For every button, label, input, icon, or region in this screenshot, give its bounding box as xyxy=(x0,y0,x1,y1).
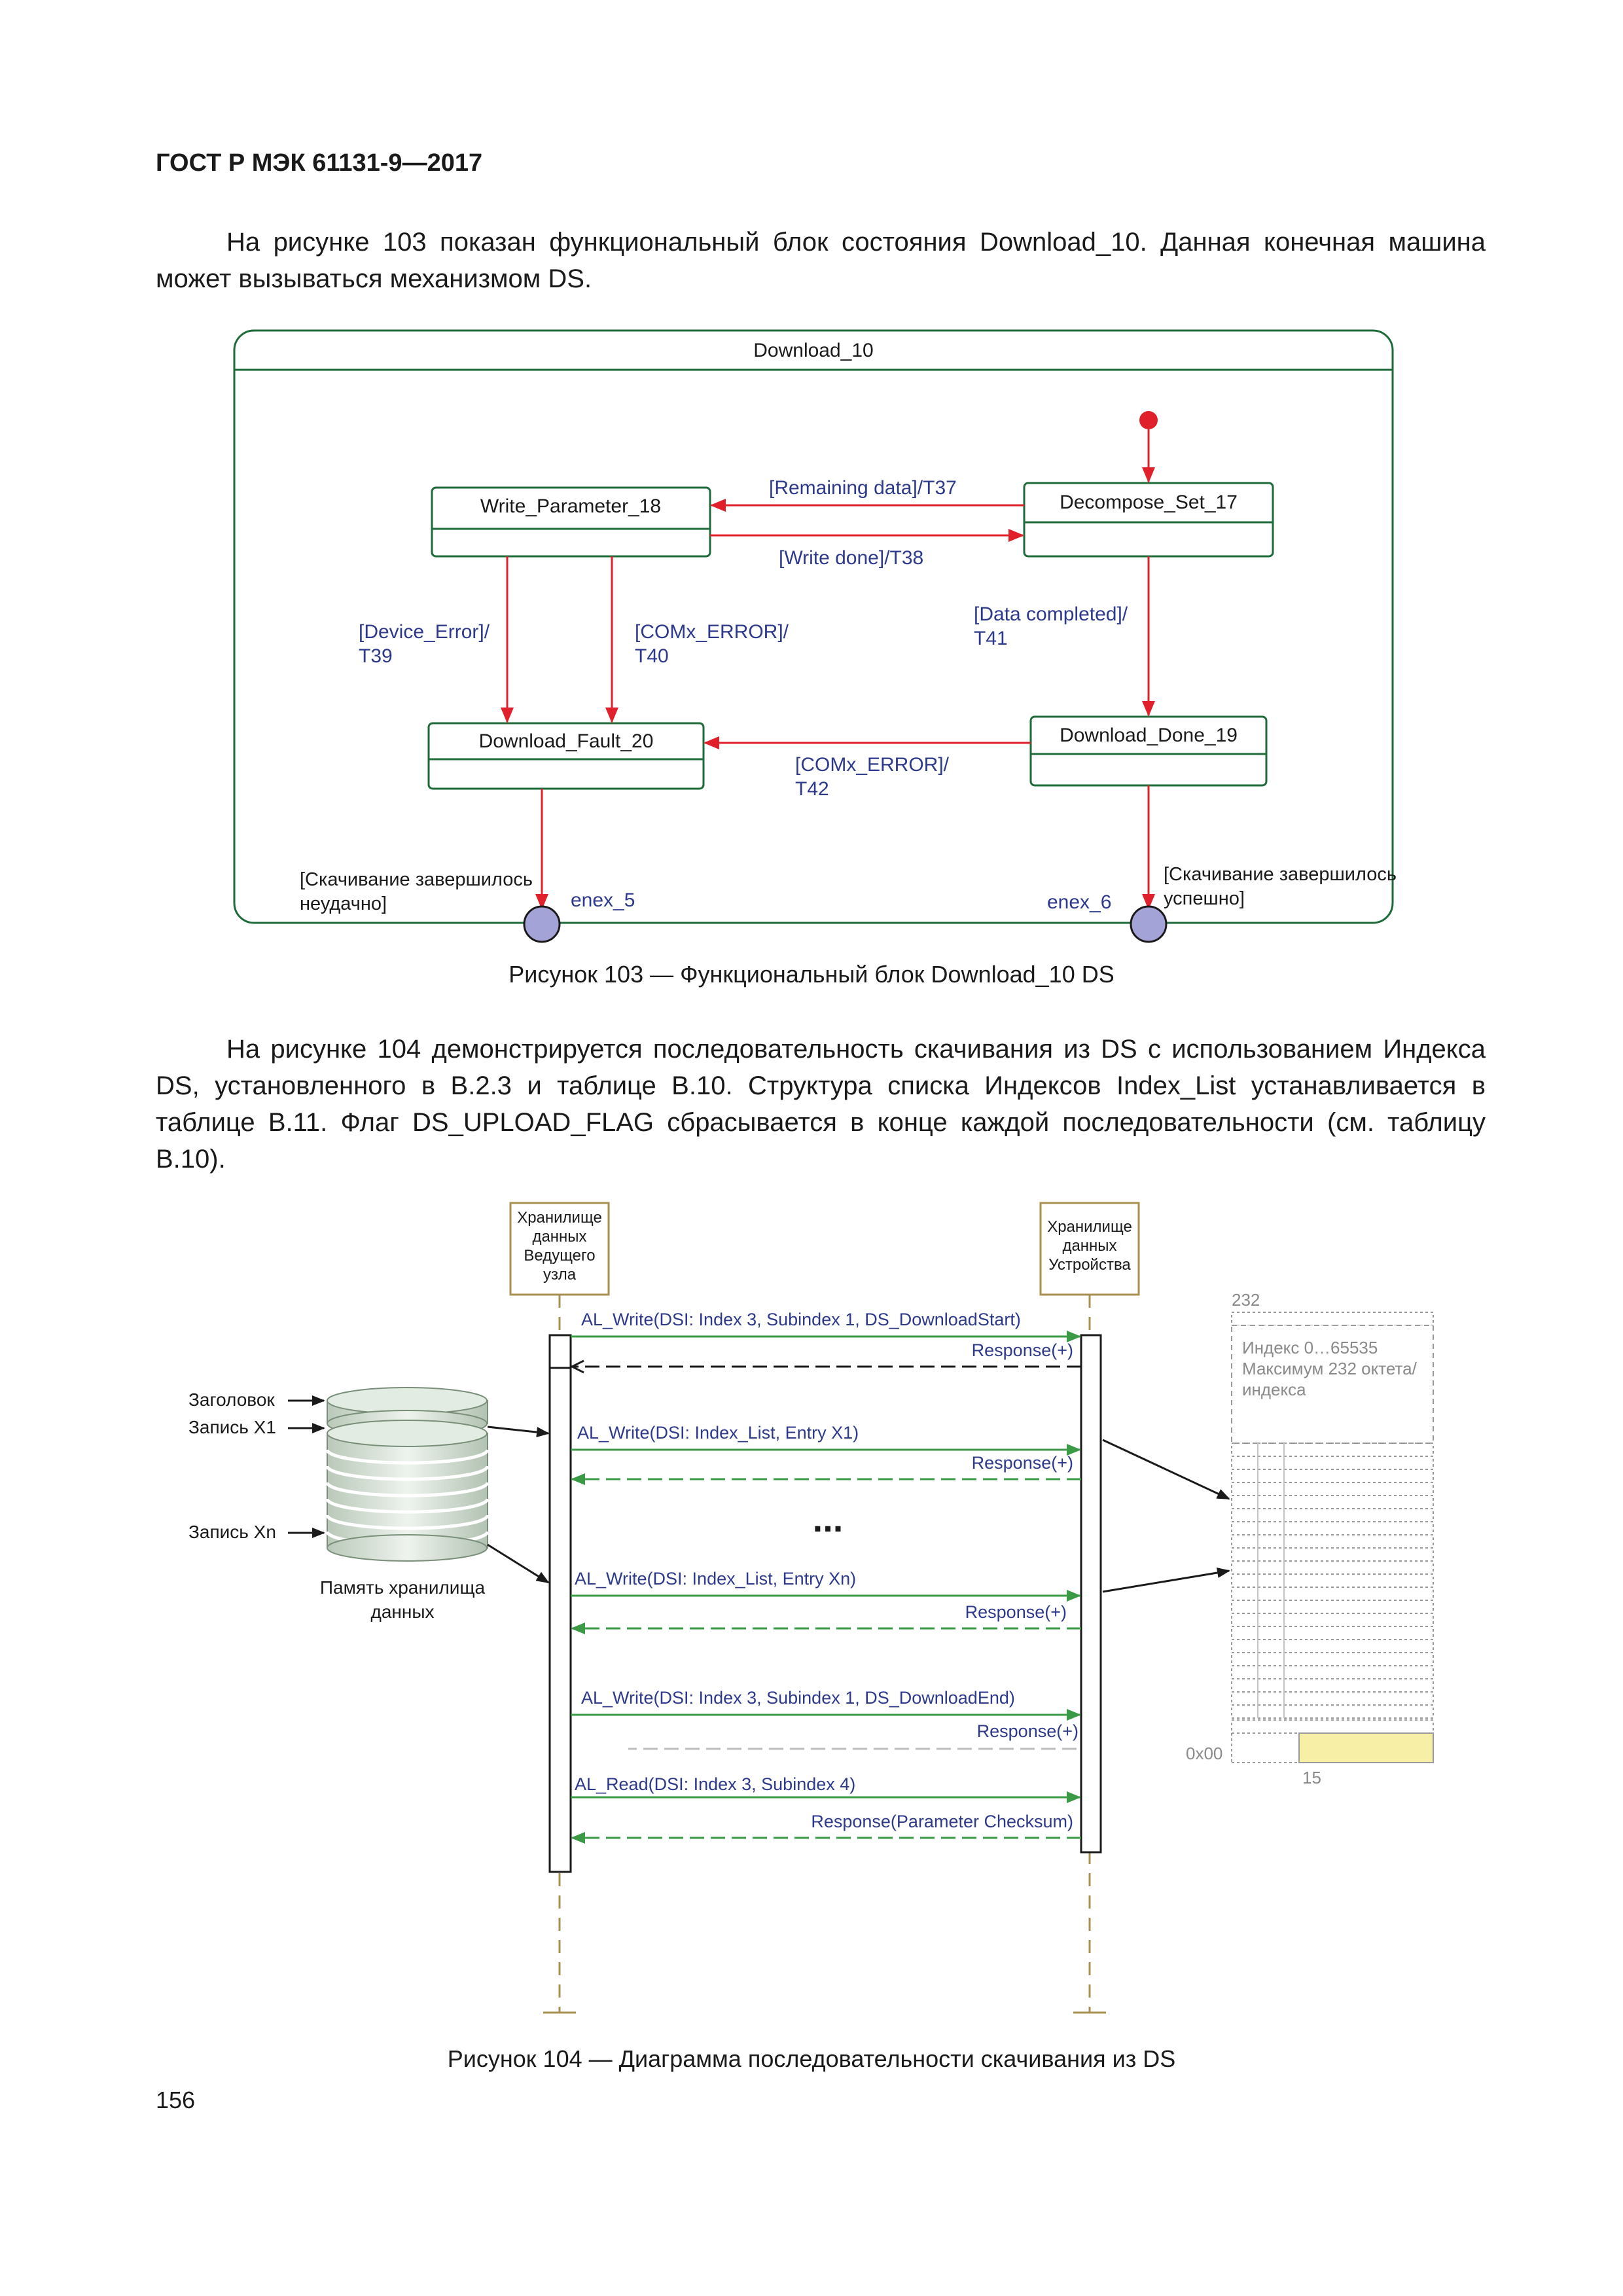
msg-label-1: AL_Write(DSI: Index 3, Subindex 1, DS_Do… xyxy=(581,1310,1021,1329)
frame-title: Download_10 xyxy=(753,340,873,361)
label-t37: [Remaining data]/T37 xyxy=(769,477,957,499)
label-exit-ok-b: успешно] xyxy=(1164,888,1245,909)
label-memory-b: данных xyxy=(371,1602,435,1622)
lifeline-device: Хранилище данных Устройства xyxy=(1039,1202,1140,1296)
lifeline-master-line-2: данных xyxy=(532,1228,586,1246)
label-t39-b: T39 xyxy=(359,645,393,667)
lifeline-device-line-2: данных xyxy=(1062,1237,1116,1255)
paragraph-2: На рисунке 104 демонстрируется последова… xyxy=(156,1035,1486,1174)
label-exit-fail-b: неудачно] xyxy=(300,893,387,914)
label-record-xn: Запись Хn xyxy=(188,1522,276,1542)
memory-note-2: Максимум 232 октета/ xyxy=(1242,1359,1418,1378)
memory-fill-block xyxy=(1298,1732,1434,1763)
state-label: Write_Parameter_18 xyxy=(480,495,661,517)
figure-104-sequence-diagram: Хранилище данных Ведущего узла Хранилище… xyxy=(188,1202,1434,2014)
state-label: Download_Fault_20 xyxy=(479,730,654,752)
label-memory-a: Память хранилища xyxy=(320,1577,486,1598)
lifeline-master: Хранилище данных Ведущего узла xyxy=(509,1202,610,1296)
label-exit-ok-a: [Скачивание завершилось xyxy=(1164,864,1397,885)
figure-104-caption: Рисунок 104 — Диаграмма последовательнос… xyxy=(447,2045,1176,2072)
resp-label-3: Response(+) xyxy=(965,1602,1067,1622)
state-download-fault: Download_Fault_20 xyxy=(427,722,705,790)
state-label: Decompose_Set_17 xyxy=(1060,492,1238,513)
label-t42-b: T42 xyxy=(795,778,829,800)
sequence-ellipsis: ... xyxy=(813,1498,844,1539)
lifeline-master-line-4: узла xyxy=(543,1266,577,1283)
label-record-x1: Запись Х1 xyxy=(188,1417,276,1437)
memory-bottom-value: 15 xyxy=(1302,1768,1321,1787)
lifeline-master-line-3: Ведущего xyxy=(524,1247,595,1265)
state-write-parameter: Write_Parameter_18 xyxy=(431,486,711,558)
label-header: Заголовок xyxy=(188,1390,275,1410)
memory-note-1: Индекс 0…65535 xyxy=(1242,1338,1378,1357)
msg-label-3: AL_Write(DSI: Index_List, Entry Xn) xyxy=(575,1569,856,1588)
state-label: Download_Done_19 xyxy=(1060,725,1238,746)
label-enex5: enex_5 xyxy=(571,889,635,911)
label-t40-b: T40 xyxy=(635,645,669,667)
lifeline-device-line-3: Устройства xyxy=(1048,1256,1131,1274)
label-t42-a: [COMx_ERROR]/ xyxy=(795,754,950,776)
figure-103-caption: Рисунок 103 — Функциональный блок Downlo… xyxy=(508,961,1115,988)
figure-103-state-diagram: Download_10 Write_Parameter_18 Decompose… xyxy=(233,329,1397,943)
state-decompose-set: Decompose_Set_17 xyxy=(1023,482,1274,558)
activation-device xyxy=(1080,1334,1102,1854)
label-t40-a: [COMx_ERROR]/ xyxy=(635,621,789,643)
label-t41-a: [Data completed]/ xyxy=(974,603,1128,625)
msg-label-2: AL_Write(DSI: Index_List, Entry X1) xyxy=(577,1423,859,1443)
memory-bottom-addr: 0x00 xyxy=(1186,1744,1222,1763)
paragraph-1: На рисунке 103 показан функциональный бл… xyxy=(156,228,1486,293)
exit-node-enex5 xyxy=(523,905,561,943)
lifeline-master-line-1: Хранилище xyxy=(517,1209,602,1227)
resp-label-4: Response(+) xyxy=(977,1721,1079,1741)
label-t38: [Write done]/T38 xyxy=(779,547,923,569)
activation-master xyxy=(548,1334,572,1873)
msg-label-4: AL_Write(DSI: Index 3, Subindex 1, DS_Do… xyxy=(581,1688,1015,1708)
label-t41-b: T41 xyxy=(974,628,1008,649)
label-exit-fail-a: [Скачивание завершилось xyxy=(300,869,533,890)
lifeline-device-line-1: Хранилище xyxy=(1047,1218,1132,1236)
memory-map: 232 Индекс 0…65535 Максимум 232 октета/ … xyxy=(1186,1290,1434,1787)
resp-label-1: Response(+) xyxy=(972,1340,1073,1360)
label-t39-a: [Device_Error]/ xyxy=(359,621,490,643)
resp-label-5: Response(Parameter Checksum) xyxy=(811,1812,1073,1831)
initial-node xyxy=(1139,411,1158,429)
state-download-done: Download_Done_19 xyxy=(1029,715,1268,787)
memory-note-3: индекса xyxy=(1242,1380,1306,1399)
document-header: ГОСТ Р МЭК 61131-9—2017 xyxy=(156,149,483,177)
storage-disk-icon xyxy=(325,1387,490,1562)
resp-label-2: Response(+) xyxy=(972,1453,1073,1473)
exit-node-enex6 xyxy=(1130,905,1168,943)
label-enex6: enex_6 xyxy=(1047,891,1111,913)
msg-label-5: AL_Read(DSI: Index 3, Subindex 4) xyxy=(575,1774,855,1794)
page-number: 156 xyxy=(156,2087,196,2113)
memory-top-value: 232 xyxy=(1232,1290,1260,1310)
